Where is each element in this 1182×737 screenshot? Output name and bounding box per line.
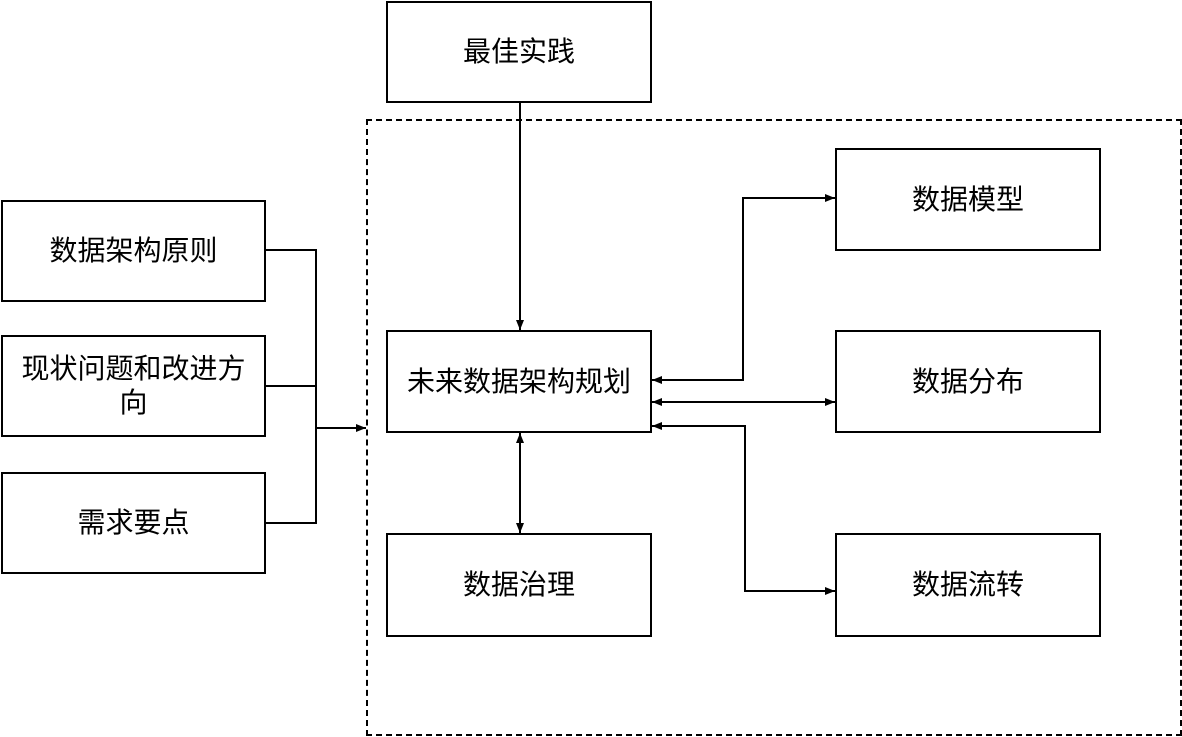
data-flow-box: 数据流转 [835,533,1101,637]
data-model-label: 数据模型 [911,182,1024,216]
data-governance-label: 数据治理 [462,568,575,602]
best-practice-box: 最佳实践 [386,1,652,103]
best-practice-label: 最佳实践 [462,35,575,69]
data-distribution-label: 数据分布 [911,364,1024,398]
principles-box: 数据架构原则 [1,200,266,302]
future-planning-box: 未来数据架构规划 [386,330,652,433]
requirements-label: 需求要点 [77,506,190,540]
current-issues-label: 现状问题和改进方向 [21,352,246,419]
data-distribution-box: 数据分布 [835,330,1101,433]
future-planning-label: 未来数据架构规划 [406,364,631,398]
current-issues-box: 现状问题和改进方向 [1,335,266,437]
data-governance-box: 数据治理 [386,533,652,637]
connector-inputs-to-planning [266,249,366,524]
connector-planning-data-flow [652,422,835,595]
data-flow-label: 数据流转 [911,568,1024,602]
data-model-box: 数据模型 [835,148,1101,251]
principles-label: 数据架构原则 [49,234,218,268]
connector-planning-data-model [652,194,835,384]
requirements-box: 需求要点 [1,472,266,574]
planning-scope-boundary [366,119,1182,736]
